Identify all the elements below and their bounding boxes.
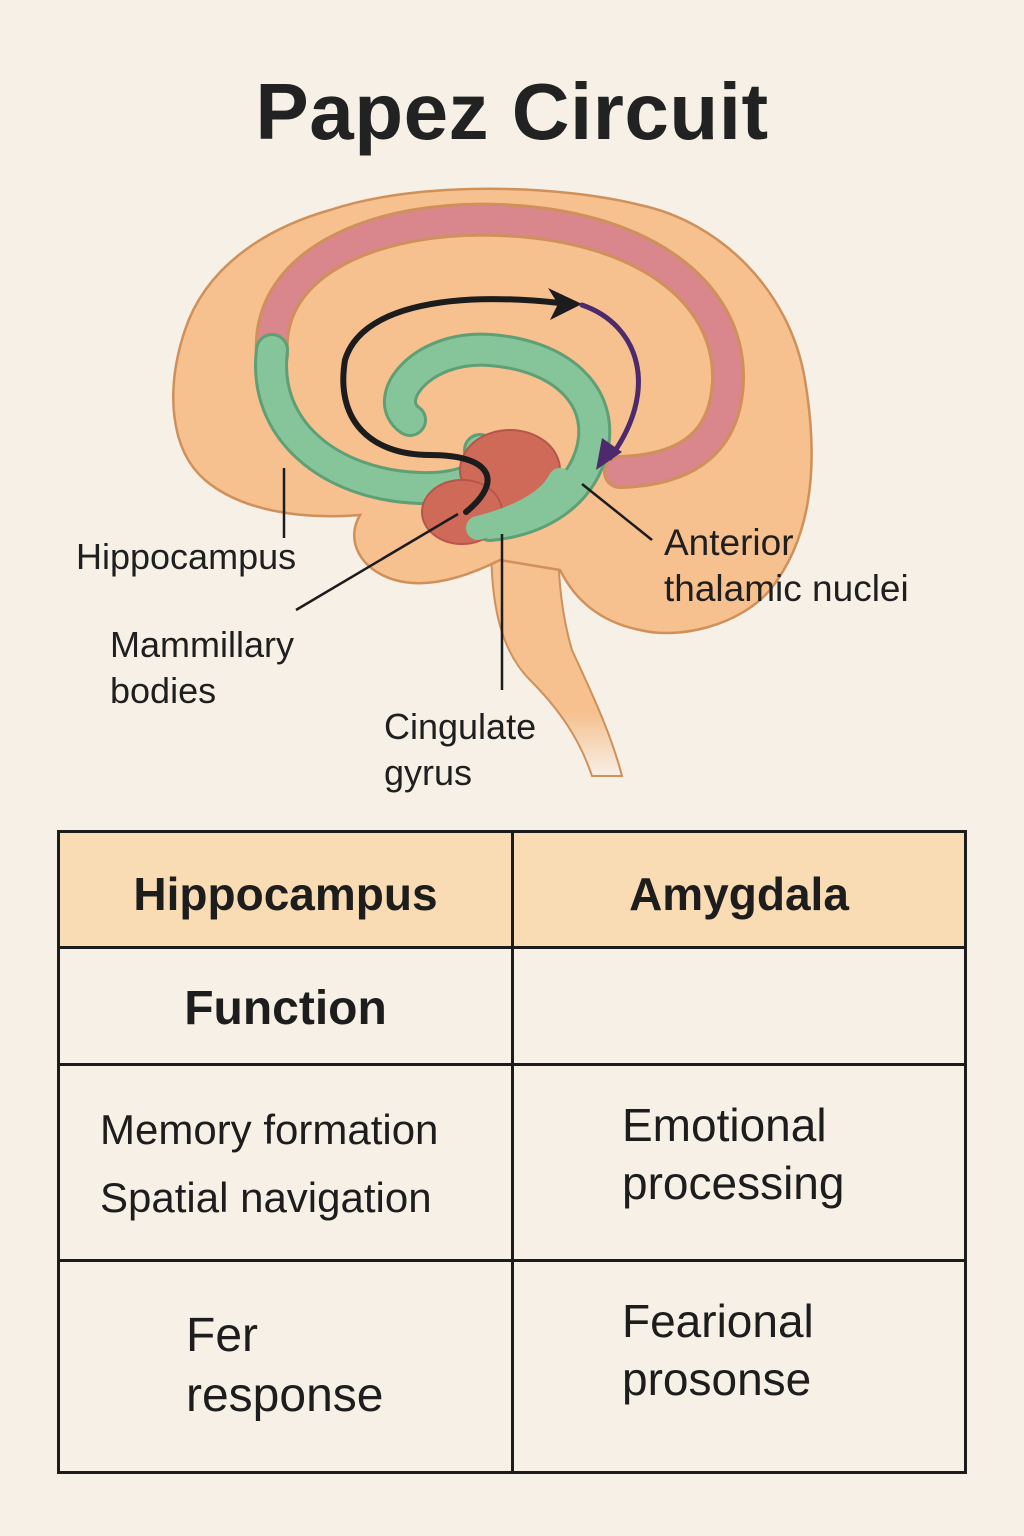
table-cell: Memory formation Spatial navigation — [60, 1066, 514, 1262]
table-cell: Emotional processing — [514, 1066, 964, 1262]
table-cell: Function — [60, 949, 514, 1066]
table-cell-empty — [514, 949, 964, 1066]
label-mammillary-bodies: Mammillary bodies — [110, 622, 370, 714]
label-cingulate-line1: Cingulate — [384, 706, 537, 747]
circuit-arrow-black — [340, 296, 563, 515]
cell-line: prosonse — [622, 1353, 812, 1405]
brain-diagram — [172, 187, 813, 777]
comparison-table: Hippocampus Amygdala Function Memory for… — [57, 830, 967, 1474]
table-cell: Fer response — [60, 1262, 514, 1471]
brain-stem — [490, 519, 624, 777]
label-thalamic-line2: thalamic nuclei — [664, 568, 909, 609]
cell-text: Emotional processing — [622, 1096, 844, 1212]
label-mammillary-line1: Mammillary — [110, 624, 294, 665]
cell-line: Emotional — [622, 1099, 827, 1151]
table-header-hippocampus: Hippocampus — [133, 868, 438, 920]
cell-line: Memory formation — [100, 1106, 439, 1153]
label-thalamic-line1: Anterior — [664, 522, 794, 563]
cell-line: Spatial navigation — [100, 1174, 432, 1221]
cell-line: processing — [622, 1157, 845, 1209]
cell-text: Fer response — [186, 1306, 383, 1426]
label-cingulate-line2: gyrus — [384, 752, 473, 793]
cingulate-band-fill — [257, 205, 743, 486]
brain-outline — [172, 187, 813, 635]
label-anterior-thalamic-nuclei: Anterior thalamic nuclei — [664, 520, 984, 612]
label-cingulate-gyrus: Cingulate gyrus — [384, 704, 584, 796]
label-hippocampus: Hippocampus — [76, 536, 297, 577]
leader-thalamic — [581, 483, 653, 541]
cell-line: Fer — [186, 1309, 258, 1362]
fornix-end — [466, 468, 572, 540]
leader-mammillary — [295, 512, 459, 612]
table-cell: Fearional prosonse — [514, 1262, 964, 1471]
cell-line: response — [186, 1369, 384, 1422]
cell-line: Fearional — [622, 1295, 814, 1347]
row-label-function: Function — [184, 982, 387, 1035]
arrowhead-purple — [596, 438, 622, 470]
label-mammillary-line2: bodies — [110, 670, 217, 711]
table-header-cell: Hippocampus — [60, 833, 514, 949]
circuit-arrow-purple — [579, 302, 641, 461]
cell-text: Fearional prosonse — [622, 1292, 814, 1408]
table-header-cell: Amygdala — [514, 833, 964, 949]
page-title: Papez Circuit — [255, 67, 769, 156]
cell-text: Memory formation Spatial navigation — [100, 1096, 438, 1232]
table-header-amygdala: Amygdala — [629, 868, 849, 920]
arrowhead-black — [548, 288, 582, 320]
